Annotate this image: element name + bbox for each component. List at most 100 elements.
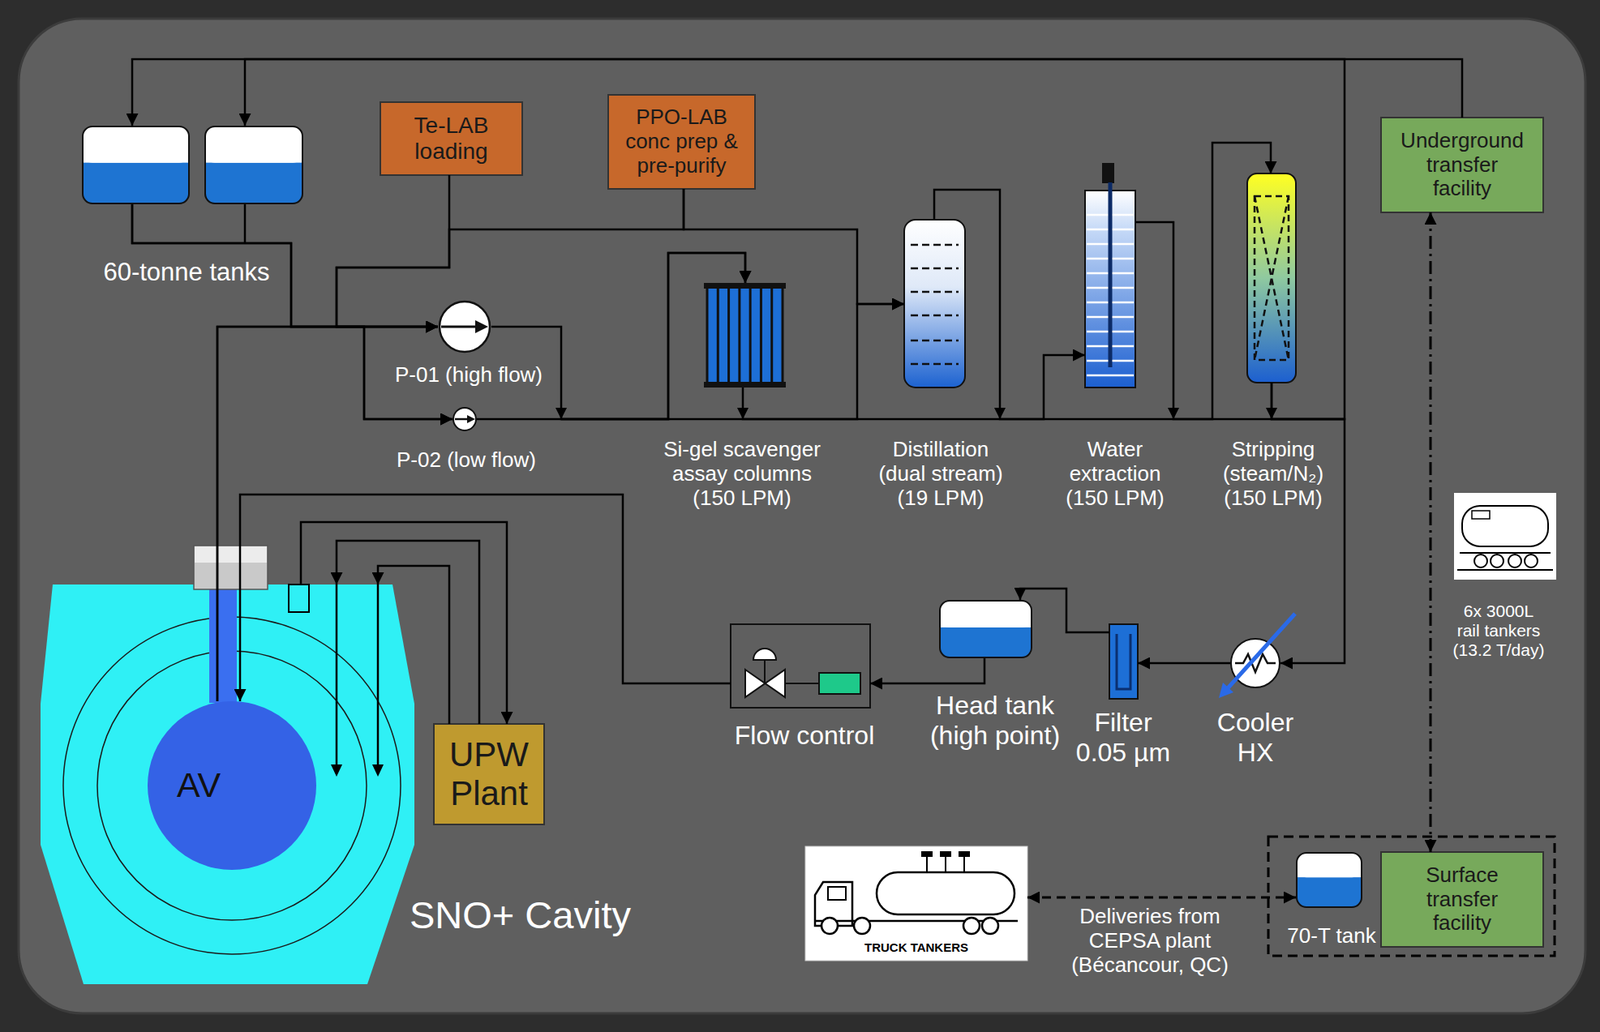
drawing-part bbox=[784, 682, 820, 685]
drawing-part bbox=[706, 287, 709, 383]
transport-link bbox=[1429, 212, 1433, 853]
pump-symbol-art bbox=[437, 300, 492, 354]
drawing-part bbox=[330, 764, 384, 777]
drawing-part bbox=[1296, 853, 1362, 908]
drawing-part bbox=[1109, 624, 1138, 700]
rail-tanker-picture bbox=[1454, 493, 1557, 580]
label-text: AV bbox=[176, 765, 221, 806]
drawing-part bbox=[205, 126, 303, 164]
drawing-part bbox=[1471, 510, 1490, 520]
drawing-part bbox=[781, 287, 785, 383]
truck-picture: TRUCK TANKERS bbox=[805, 846, 1028, 961]
mixer-motor bbox=[1102, 163, 1115, 184]
drawing-part bbox=[910, 339, 959, 343]
label-text: SNO+ Cavity bbox=[409, 893, 631, 938]
label-holder: Flow control bbox=[707, 720, 902, 751]
label-holder: Filter0.05 µm bbox=[1070, 707, 1176, 768]
pipe-line bbox=[1271, 382, 1345, 664]
drawing-part bbox=[380, 102, 523, 176]
edge-label-holder: Deliveries from CEPSA plant (Bécancour, … bbox=[1064, 905, 1236, 979]
filter-symbol-art bbox=[1109, 624, 1138, 700]
drawing-part bbox=[97, 651, 367, 921]
vessel-circle: AV bbox=[147, 701, 317, 871]
column-unit-art bbox=[904, 219, 966, 388]
drawing-part bbox=[1296, 853, 1362, 878]
storage-tanks-art bbox=[81, 125, 304, 205]
label-holder: Head tank (high point) bbox=[920, 690, 1071, 751]
label-text: Te-LAB loading bbox=[388, 112, 515, 165]
drawing-part bbox=[82, 126, 189, 204]
label-text: 6x 3000L rail tankers (13.2 T/day) bbox=[1451, 601, 1546, 661]
panel bbox=[18, 18, 1586, 1014]
drawing-part bbox=[939, 600, 1032, 628]
drawing-part bbox=[433, 724, 545, 825]
drawing-part bbox=[910, 267, 959, 271]
drawing-part bbox=[821, 917, 838, 935]
drawing-part bbox=[1226, 613, 1296, 690]
cavity-shape: SNO+ CavityAV bbox=[40, 584, 415, 985]
drawing-part bbox=[1296, 866, 1362, 878]
drawing-part bbox=[805, 846, 1028, 961]
filter-symbol: Filter0.05 µm bbox=[1109, 624, 1138, 700]
drawing-part bbox=[910, 314, 959, 318]
drawing-part bbox=[336, 584, 378, 768]
drawing-part bbox=[454, 418, 469, 421]
pipe-line bbox=[870, 658, 985, 684]
label-holder: Cooler HX bbox=[1209, 707, 1301, 768]
column-unit: Si-gel scavenger assay columns (150 LPM) bbox=[703, 283, 786, 388]
drawing-part bbox=[853, 917, 871, 935]
pipe-line bbox=[1137, 662, 1231, 665]
tank-outlet-pipe bbox=[244, 204, 247, 244]
drawing-part bbox=[1108, 182, 1113, 368]
label-text: Underground transfer facility bbox=[1397, 128, 1528, 202]
storage-tanks: 60-tonne tanks bbox=[81, 125, 304, 205]
drawing-part bbox=[939, 600, 1032, 658]
pipe-line bbox=[132, 59, 1463, 126]
label-holder: Distillation (dual stream) (19 LPM) bbox=[871, 437, 1010, 511]
tank-symbol: 70-T tank bbox=[1295, 852, 1363, 909]
drawing-part bbox=[815, 920, 1018, 923]
drawing-part bbox=[819, 673, 861, 695]
loading-box: Te-LAB loading bbox=[380, 102, 523, 176]
drawing-part bbox=[1296, 853, 1362, 908]
drawing-part bbox=[1235, 654, 1276, 673]
label-holder: P-01 (high flow) bbox=[363, 363, 575, 388]
column-unit: Stripping (steam/N₂) (150 LPM) bbox=[1247, 173, 1296, 383]
drawing-part bbox=[1254, 196, 1289, 361]
drawing-part bbox=[1462, 506, 1549, 547]
tank-symbol-art bbox=[939, 600, 1033, 659]
label-text: Si-gel scavenger assay columns (150 LPM) bbox=[656, 437, 828, 511]
label-text: Deliveries from CEPSA plant (Bécancour, … bbox=[1064, 905, 1236, 979]
drawing-part bbox=[716, 287, 720, 383]
drawing-part bbox=[475, 320, 489, 334]
label-text: 60-tonne tanks bbox=[64, 257, 309, 288]
drawing-part bbox=[703, 283, 786, 289]
column-unit: Distillation (dual stream) (19 LPM) bbox=[904, 219, 966, 388]
drawing-part bbox=[963, 917, 980, 935]
drawing-part bbox=[1474, 554, 1488, 568]
drawing-part bbox=[1086, 345, 1134, 348]
label-text: Water extraction (150 LPM) bbox=[1058, 437, 1172, 511]
pipe-line bbox=[1020, 588, 1110, 633]
pipe-line bbox=[476, 253, 746, 420]
drawing-part bbox=[926, 856, 965, 873]
drawing-part bbox=[1490, 554, 1504, 568]
pipe-line bbox=[1135, 142, 1271, 420]
drawing-part bbox=[939, 616, 1032, 628]
drawing-part bbox=[1457, 569, 1553, 571]
pipe-line bbox=[132, 204, 453, 420]
drawing-part bbox=[453, 407, 477, 431]
cavity-shape-art bbox=[40, 584, 415, 985]
drawing-part bbox=[1508, 554, 1522, 568]
label-text: 0.05 µm bbox=[1070, 737, 1176, 768]
drawing-part bbox=[730, 624, 871, 708]
label-text: UPW Plant bbox=[438, 735, 540, 815]
label-text: P-01 (high flow) bbox=[363, 363, 575, 388]
pump-symbol: P-02 (low flow) bbox=[452, 407, 477, 432]
drawing-part bbox=[1381, 117, 1544, 213]
transfer-box: Surface transfer facility bbox=[1381, 852, 1544, 948]
drawing-part bbox=[82, 151, 189, 164]
drawing-part bbox=[703, 381, 786, 388]
drawing-part bbox=[745, 669, 785, 698]
